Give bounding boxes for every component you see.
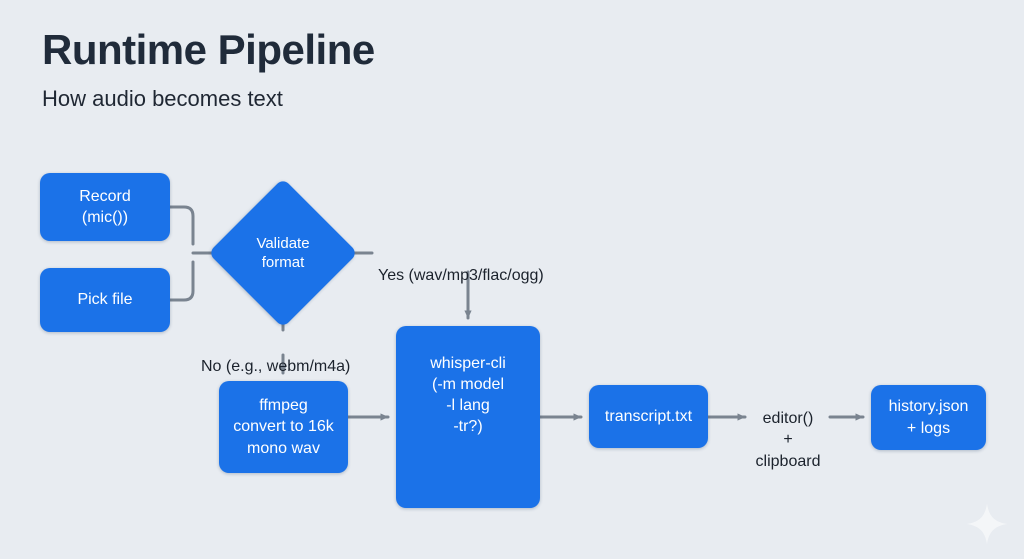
node-whisper-cli-label: whisper-cli (-m model -l lang -tr?) xyxy=(430,354,506,436)
edge-label-editor-clipboard-text: editor() + clipboard xyxy=(755,409,821,470)
node-pick-file[interactable]: Pick file xyxy=(40,268,170,332)
node-history-json-label: history.json + logs xyxy=(888,398,969,437)
edge-label-yes: Yes (wav/mp3/flac/ogg) xyxy=(378,243,544,286)
node-validate-format[interactable]: Validate format xyxy=(208,178,358,328)
edge-label-no: No (e.g., webm/m4a) xyxy=(201,334,350,377)
edge-label-editor-clipboard: editor() + clipboard xyxy=(744,386,832,472)
node-record[interactable]: Record (mic()) xyxy=(40,173,170,241)
node-ffmpeg-label: ffmpeg convert to 16k mono wav xyxy=(233,397,334,457)
sparkle-icon xyxy=(966,503,1008,545)
node-transcript-txt-label: transcript.txt xyxy=(604,407,693,425)
node-ffmpeg[interactable]: ffmpeg convert to 16k mono wav xyxy=(219,381,348,473)
node-record-label: Record (mic()) xyxy=(79,187,131,226)
node-transcript-txt[interactable]: transcript.txt xyxy=(589,385,708,448)
edge-record-to-validate xyxy=(168,205,195,246)
node-whisper-cli[interactable]: whisper-cli (-m model -l lang -tr?) xyxy=(396,326,540,508)
node-validate-format-label: Validate format xyxy=(256,234,310,272)
edge-label-yes-text: Yes (wav/mp3/flac/ogg) xyxy=(378,266,544,284)
page-title: Runtime Pipeline xyxy=(42,26,375,73)
node-pick-file-label: Pick file xyxy=(77,291,133,309)
node-history-json[interactable]: history.json + logs xyxy=(871,385,986,450)
edge-pickfile-to-validate xyxy=(168,260,195,302)
page-subtitle: How audio becomes text xyxy=(42,86,283,111)
edge-label-no-text: No (e.g., webm/m4a) xyxy=(201,357,351,375)
